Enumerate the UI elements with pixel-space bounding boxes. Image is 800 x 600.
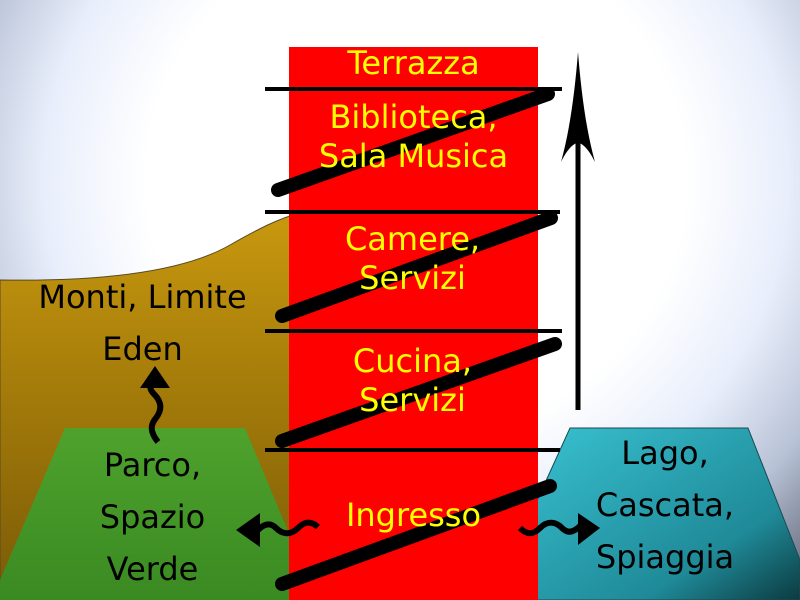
floor-label-floor2: Camere, Servizi: [344, 220, 481, 298]
park-area: [0, 428, 300, 600]
up-arrow-icon: [561, 52, 595, 410]
lake-label-line3: Spiaggia: [595, 538, 735, 576]
stair-lines: [271, 87, 562, 591]
floor-label-ground: Ingresso: [345, 496, 482, 534]
mountains-label-line2: Eden: [102, 330, 183, 368]
floor-label-floor3: Biblioteca, Sala Musica: [318, 98, 509, 176]
lake-label-line1: Lago,: [621, 434, 709, 472]
floor-lines: [265, 87, 562, 452]
floor-label-terrace: Terrazza: [347, 44, 480, 82]
mountains-label-line1: Monti, Limite: [38, 278, 247, 316]
park-label-line2: Spazio: [99, 498, 206, 536]
park-label-line3: Verde: [106, 550, 199, 588]
wavy-arrow-up-icon: [140, 366, 170, 444]
floor-label-floor1: Cucina, Servizi: [352, 342, 473, 420]
wavy-arrow-right-icon: [517, 513, 600, 545]
lake-label-line2: Cascata,: [595, 486, 735, 524]
wavy-arrow-left-icon: [236, 513, 320, 547]
park-label-line1: Parco,: [103, 446, 202, 484]
